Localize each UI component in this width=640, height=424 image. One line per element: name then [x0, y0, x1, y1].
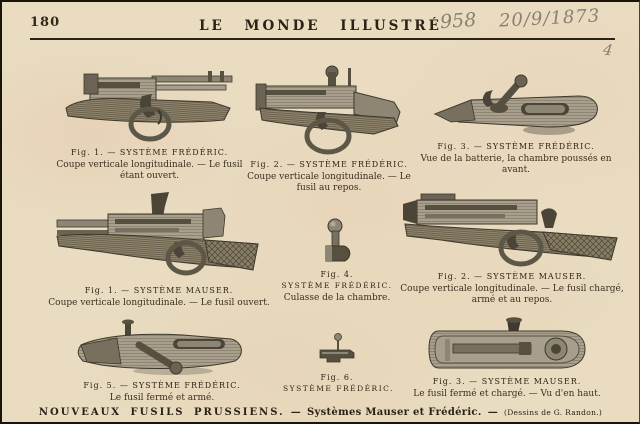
- handwritten-corner-mark: 4: [601, 40, 614, 60]
- fig6-frederic-label: Fig. 6.: [320, 373, 354, 382]
- fig2-mauser-caption: Coupe verticale longitudinale. — Le fusi…: [400, 284, 624, 306]
- fig4-frederic-breechblock-engraving: [325, 218, 351, 262]
- footer-separator-2: —: [487, 407, 498, 418]
- footer-credit: (Dessins de G. Randon.): [503, 408, 603, 417]
- fig1-mauser-rifle-engraving: [56, 192, 259, 276]
- fig3-frederic-label: Fig. 3. — SYSTÈME FRÉDÉRIC.: [437, 142, 595, 151]
- footer-subtitle: Systèmes Mauser et Frédéric.: [306, 407, 482, 418]
- handwritten-issue-number: 958: [439, 8, 477, 34]
- fig3-mauser-caption: Le fusil fermé et chargé. — Vu d'en haut…: [413, 389, 601, 399]
- fig4-frederic-sublabel: SYSTÈME FRÉDÉRIC.: [281, 281, 393, 290]
- fig1-mauser-label: Fig. 1. — SYSTÈME MAUSER.: [84, 286, 234, 295]
- masthead-title: LE MONDE ILLUSTRÉ: [199, 18, 442, 34]
- fig3-frederic-caption: Vue de la batterie, la chambre poussés e…: [420, 154, 612, 176]
- fig3-mauser-label: Fig. 3. — SYSTÈME MAUSER.: [432, 377, 582, 386]
- fig1-frederic-rifle-engraving: [65, 71, 233, 142]
- footer-title: NOUVEAUX FUSILS PRUSSIENS.: [38, 407, 285, 418]
- fig5-frederic-caption: Le fusil fermé et armé.: [109, 393, 215, 403]
- fig5-frederic-rifle-engraving: [77, 319, 242, 375]
- figure-fig1-frederic: Fig. 1. — SYSTÈME FRÉDÉRIC. Coupe vertic…: [42, 66, 257, 183]
- figure-fig6-frederic: Fig. 6. SYSTÈME FRÉDÉRIC.: [283, 331, 395, 393]
- fig1-frederic-label: Fig. 1. — SYSTÈME FRÉDÉRIC.: [70, 148, 229, 157]
- fig2-mauser-rifle-engraving: [403, 193, 618, 267]
- footer-separator-1: —: [290, 407, 301, 418]
- figure-fig3-mauser: Fig. 3. — SYSTÈME MAUSER. Le fusil fermé…: [398, 317, 616, 400]
- figure-fig1-mauser: Fig. 1. — SYSTÈME MAUSER. Coupe vertical…: [38, 192, 280, 309]
- fig6-frederic-sublabel: SYSTÈME FRÉDÉRIC.: [283, 384, 395, 393]
- fig5-frederic-label: Fig. 5. — SYSTÈME FRÉDÉRIC.: [83, 381, 241, 390]
- footer-caption: NOUVEAUX FUSILS PRUSSIENS. — Systèmes Ma…: [2, 407, 639, 418]
- figure-fig4-frederic: Fig. 4. SYSTÈME FRÉDÉRIC. Culasse de la …: [278, 218, 396, 304]
- fig3-mauser-topview-engraving: [428, 317, 586, 369]
- figure-fig3-frederic: Fig. 3. — SYSTÈME FRÉDÉRIC. Vue de la ba…: [415, 72, 617, 177]
- fig2-frederic-rifle-engraving: [255, 65, 401, 155]
- fig4-frederic-label: Fig. 4.: [320, 270, 354, 279]
- fig6-frederic-part-engraving: [319, 333, 355, 363]
- figure-fig5-frederic: Fig. 5. — SYSTÈME FRÉDÉRIC. Le fusil fer…: [58, 319, 266, 404]
- fig3-frederic-breech-engraving: [433, 74, 598, 135]
- figure-fig2-mauser: Fig. 2. — SYSTÈME MAUSER. Coupe vertical…: [388, 190, 636, 307]
- fig2-frederic-caption: Coupe verticale longitudinale. — Le fusi…: [247, 172, 411, 194]
- header-rule: [30, 38, 615, 40]
- page-number: 180: [30, 15, 61, 30]
- figure-fig2-frederic: Fig. 2. — SYSTÈME FRÉDÉRIC. Coupe vertic…: [239, 62, 419, 195]
- fig1-mauser-caption: Coupe verticale longitudinale. — Le fusi…: [48, 298, 270, 308]
- fig1-frederic-caption: Coupe verticale longitudinale. — Le fusi…: [56, 160, 243, 182]
- fig4-frederic-caption: Culasse de la chambre.: [283, 293, 391, 303]
- fig2-frederic-label: Fig. 2. — SYSTÈME FRÉDÉRIC.: [250, 160, 408, 169]
- fig2-mauser-label: Fig. 2. — SYSTÈME MAUSER.: [437, 272, 587, 281]
